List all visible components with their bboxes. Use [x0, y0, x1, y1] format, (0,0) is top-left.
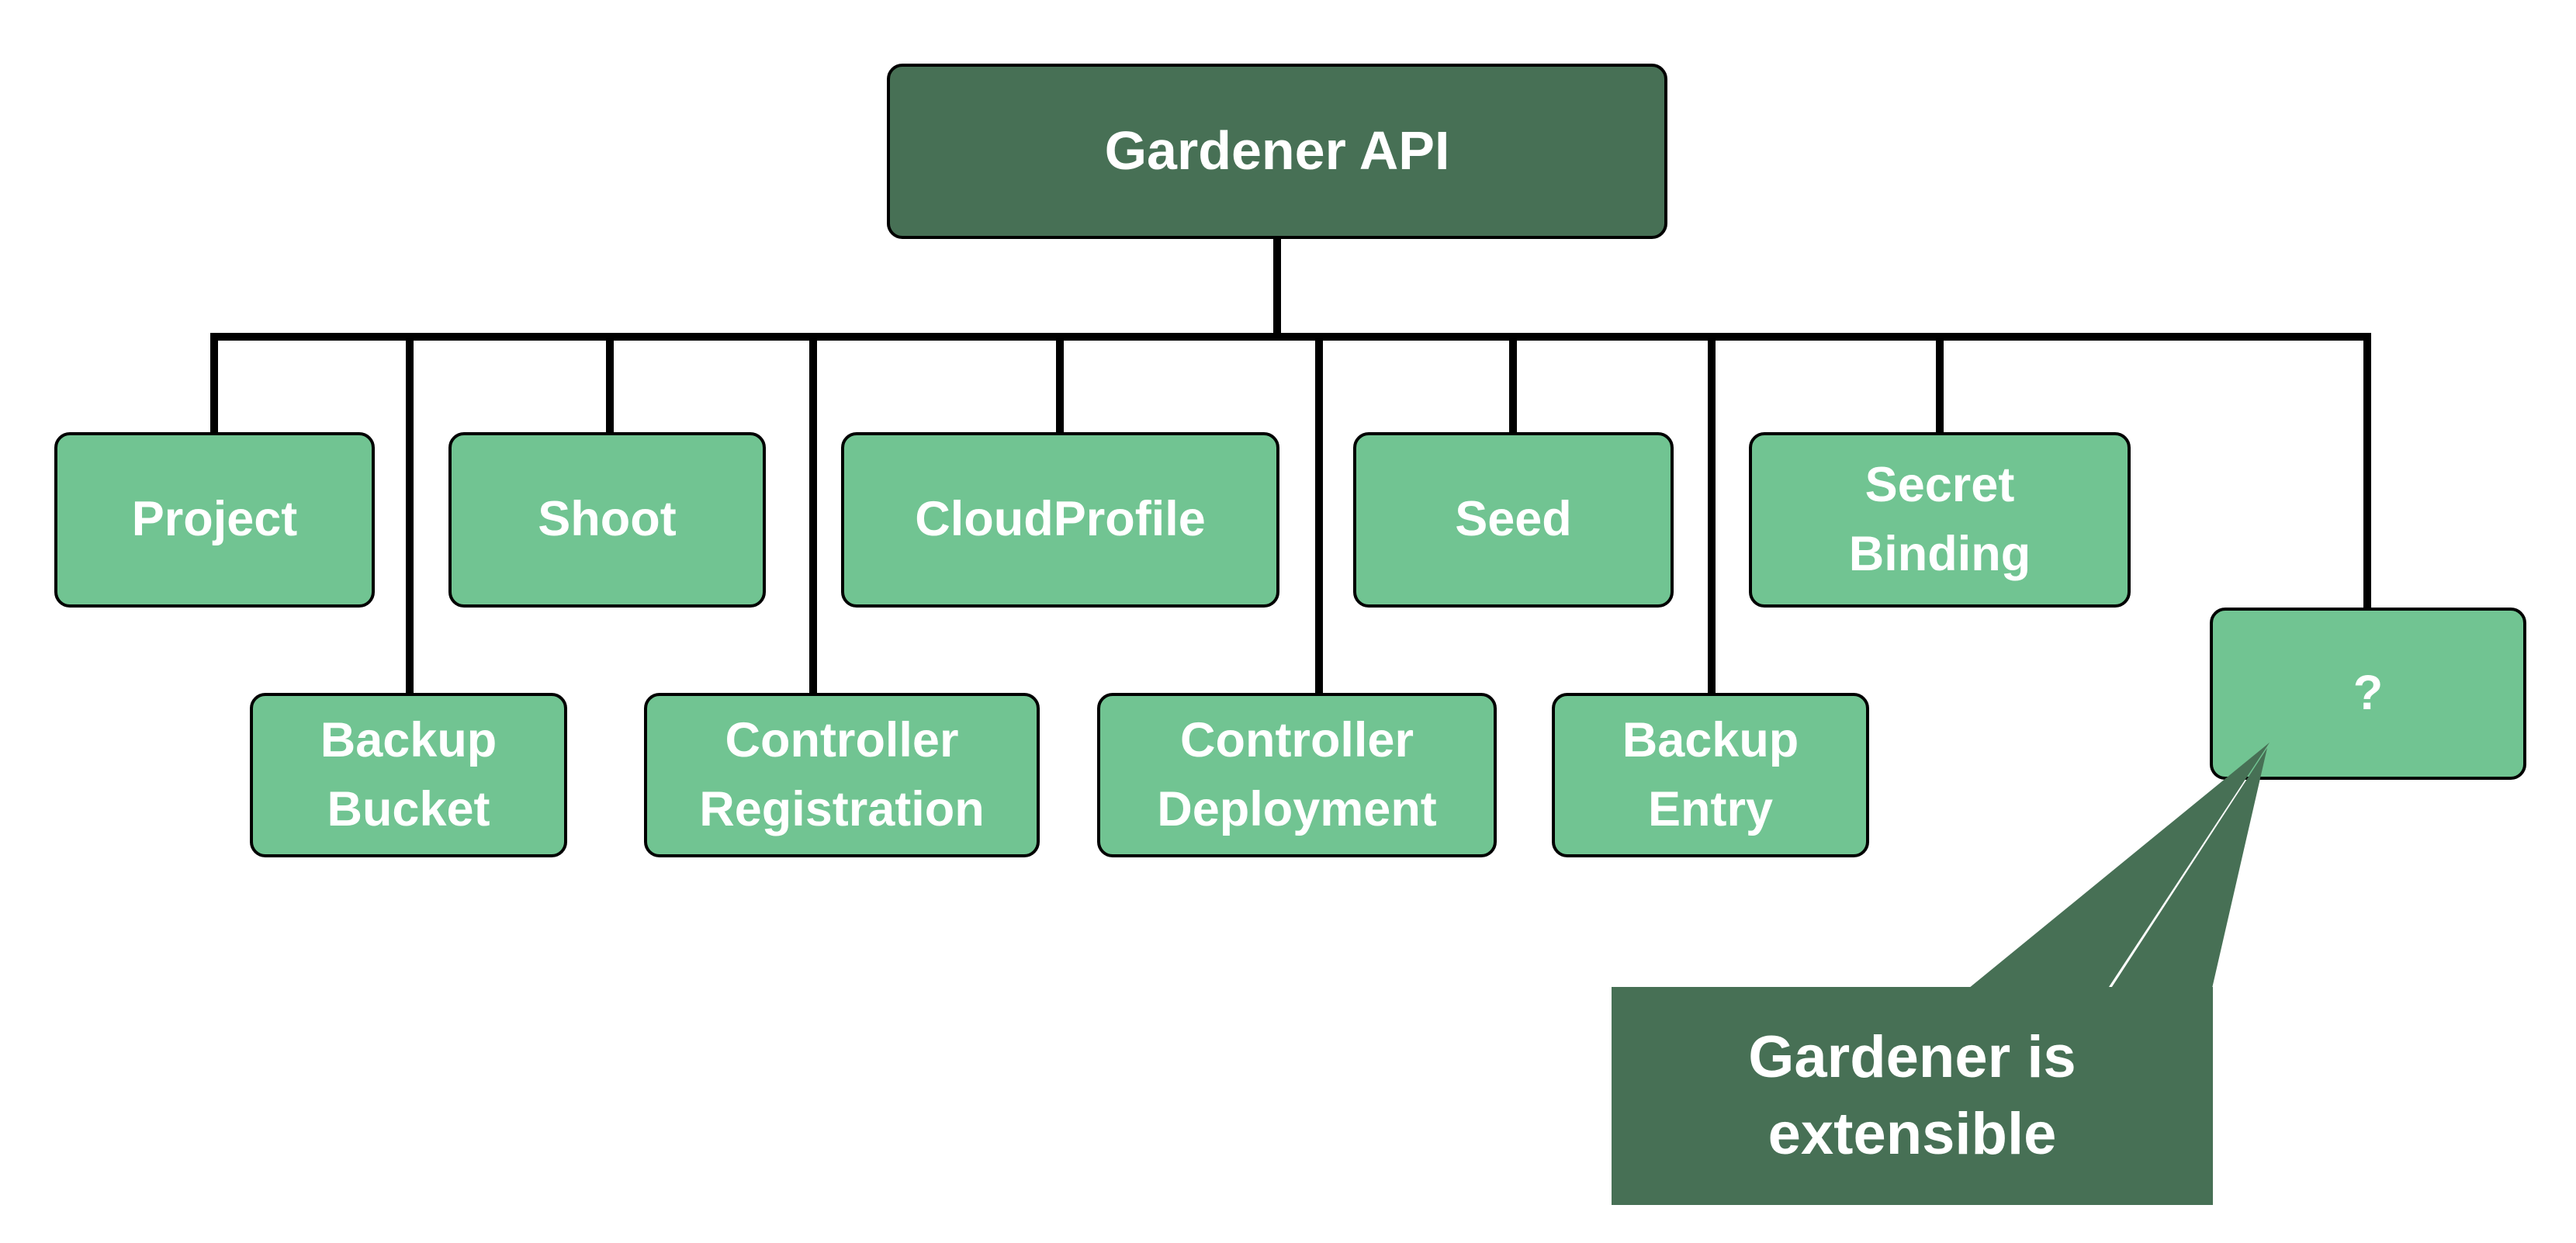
node-backup-bucket: Backup Bucket: [250, 693, 567, 857]
node-label: ?: [2353, 666, 2384, 721]
callout-gardener-extensible: Gardener is extensible: [1612, 987, 2213, 1205]
node-label: Shoot: [538, 492, 677, 547]
node-label: Controller Registration: [699, 712, 985, 836]
node-secret-binding: Secret Binding: [1749, 432, 2131, 608]
node-shoot: Shoot: [448, 432, 766, 608]
node-label: Backup Entry: [1622, 712, 1799, 836]
node-label: Controller Deployment: [1157, 712, 1437, 836]
node-label: Secret Binding: [1848, 457, 2031, 581]
node-label: CloudProfile: [915, 492, 1206, 547]
node-label: Backup Bucket: [320, 712, 497, 836]
node-controller-deployment: Controller Deployment: [1097, 693, 1497, 857]
node-backup-entry: Backup Entry: [1552, 693, 1869, 857]
callout-tail-right-spike: [2109, 748, 2267, 992]
node-cloudprofile: CloudProfile: [841, 432, 1279, 608]
callout-label: Gardener is extensible: [1748, 1023, 2076, 1167]
node-label: Project: [131, 492, 298, 547]
node-label: Seed: [1455, 492, 1572, 547]
node-seed: Seed: [1353, 432, 1674, 608]
node-label: Gardener API: [1104, 120, 1450, 182]
node-controller-registration: Controller Registration: [644, 693, 1040, 857]
callout-tail-left-spike: [1965, 743, 2270, 992]
node-project: Project: [54, 432, 375, 608]
node-gardener-api: Gardener API: [887, 64, 1667, 239]
